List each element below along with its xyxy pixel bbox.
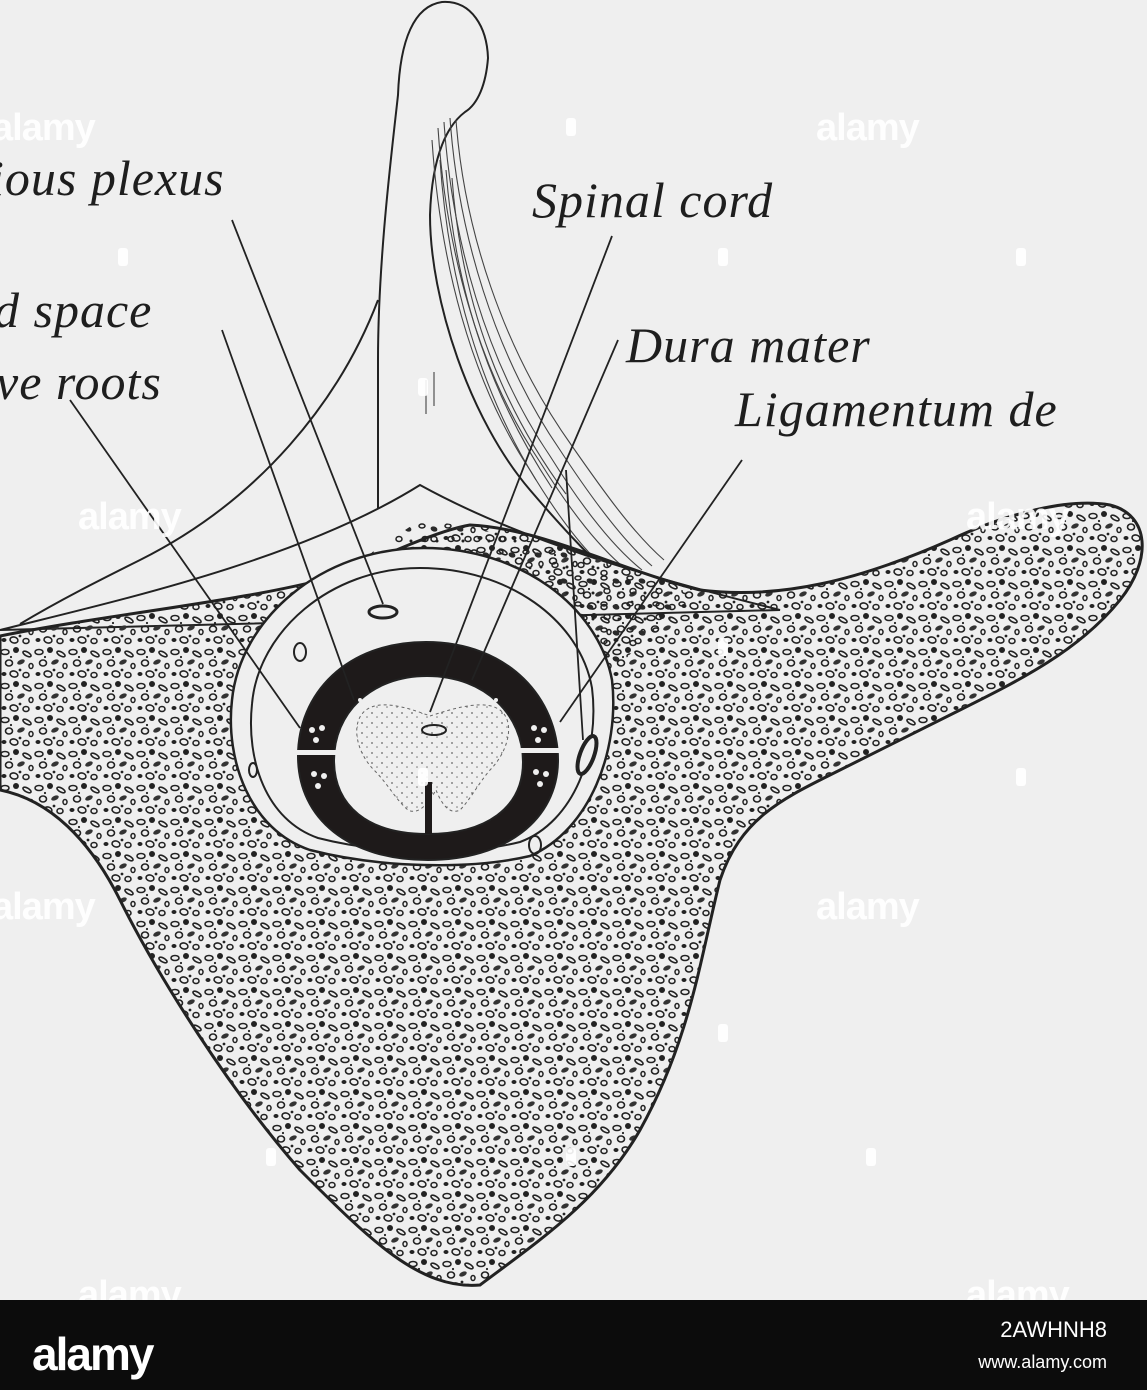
venous-vessel-lower-left — [248, 762, 258, 778]
watermark-dot — [718, 1024, 728, 1042]
interspinous-ligament-hatching — [425, 117, 665, 581]
leader-spinal-cord — [429, 235, 613, 713]
label-ligamentum: Ligamentum de — [735, 381, 1058, 437]
watermark: alamy — [966, 1274, 1070, 1300]
leader-subarachnoid-space — [221, 329, 355, 701]
watermark: alamy — [966, 496, 1070, 538]
watermark: alamy — [0, 107, 96, 149]
watermark-dot — [1016, 768, 1026, 786]
watermark-dot — [718, 248, 728, 266]
anatomical-figure: ious plexus d space ve roots Spinal cord… — [0, 0, 1147, 1300]
watermark: alamy — [78, 496, 182, 538]
watermark-dot — [566, 118, 576, 136]
denticulate-gap-right — [520, 748, 560, 753]
central-canal — [421, 724, 447, 736]
leader-nerve-roots — [69, 399, 301, 729]
watermark: alamy — [816, 886, 920, 928]
leader-lines — [69, 219, 743, 741]
venous-vessel-lower-right — [528, 835, 542, 855]
leader-dura-mater — [471, 339, 619, 681]
watermark: alamy — [816, 107, 920, 149]
label-spinal-cord: Spinal cord — [532, 172, 774, 228]
watermark-dot — [566, 1148, 576, 1166]
label-dura-mater: Dura mater — [626, 317, 871, 373]
logo-text: alamy — [32, 1328, 154, 1380]
lamina-outline-left — [19, 299, 379, 625]
watermark-dot — [718, 638, 728, 656]
watermark-dot — [266, 1148, 276, 1166]
spinal-cord-gray-matter — [356, 704, 510, 812]
leader-epidural — [565, 469, 584, 741]
watermark: alamy — [0, 886, 96, 928]
vertebra-cross-section — [0, 0, 1144, 1287]
label-subarachnoid-space: d space — [0, 282, 153, 338]
label-venous-plexus: ious plexus — [0, 150, 225, 206]
venous-vessel-left — [293, 642, 307, 662]
watermark-dot — [418, 378, 428, 396]
spinous-process-outline — [377, 0, 641, 612]
venous-vessel-top — [367, 604, 399, 620]
footer-url[interactable]: www.alamy.com — [978, 1352, 1107, 1372]
watermark-dot — [418, 768, 428, 786]
denticulate-gap-left — [296, 750, 336, 755]
nerve-root-dots — [309, 698, 549, 789]
watermark-dot — [118, 248, 128, 266]
watermark: alamy — [78, 1274, 182, 1300]
anterior-median-fissure — [425, 782, 432, 834]
watermark-dot — [1016, 248, 1026, 266]
footer-bar: alamy 2AWHNH8 www.alamy.com — [0, 1300, 1147, 1390]
leader-ligamentum — [559, 459, 743, 723]
leader-venous-plexus — [231, 219, 384, 605]
alamy-logo[interactable]: alamy — [32, 1312, 154, 1380]
image-id: 2AWHNH8 — [1000, 1317, 1107, 1342]
label-nerve-roots: ve roots — [0, 354, 162, 410]
venous-vessel-right — [575, 734, 599, 776]
watermark-dot — [866, 1148, 876, 1166]
